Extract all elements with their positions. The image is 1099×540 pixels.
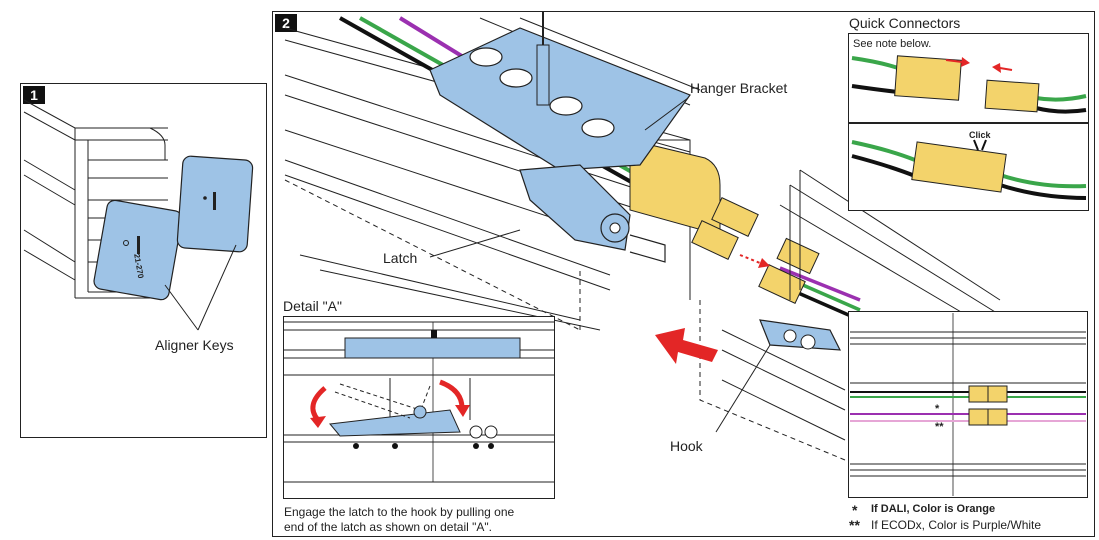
wiring-panel: [848, 311, 1088, 498]
legend-double-star: **: [849, 517, 860, 533]
hanger-bracket-label: Hanger Bracket: [690, 80, 788, 96]
wiring-single-star: *: [935, 403, 940, 415]
quick-connectors-panel-top: [848, 33, 1089, 123]
click-label: Click: [969, 130, 991, 140]
quick-connectors-title: Quick Connectors: [849, 15, 961, 31]
see-note-text: See note below.: [853, 38, 932, 50]
detail-note-line1: Engage the latch to the hook by pulling …: [284, 505, 515, 519]
step1-badge: 1: [23, 86, 45, 104]
detail-note-line2: end of the latch as shown on detail "A".: [284, 520, 492, 534]
step2-badge: 2: [275, 14, 297, 32]
legend-ecodx-note: If ECODx, Color is Purple/White: [871, 518, 1042, 532]
hook-label: Hook: [670, 438, 703, 454]
legend-single-star: *: [852, 502, 858, 518]
aligner-keys-label: Aligner Keys: [155, 337, 234, 353]
detail-a-title: Detail "A": [283, 298, 342, 314]
latch-label: Latch: [383, 250, 418, 266]
legend-dali-note: If DALI, Color is Orange: [871, 503, 996, 515]
wiring-double-star: **: [935, 421, 944, 433]
